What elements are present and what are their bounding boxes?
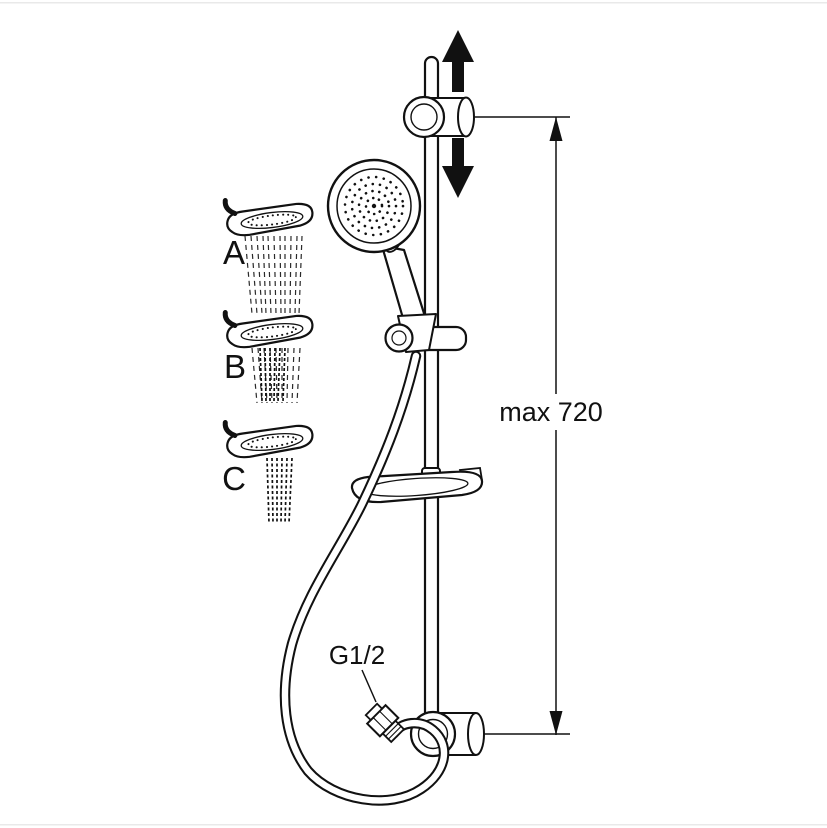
soap-dish: [350, 467, 484, 504]
slide-rail: [423, 55, 440, 739]
dimension-arrow-up-icon: [549, 117, 563, 141]
spray-mode-a-icon: [224, 190, 314, 315]
thread-label: G1/2: [329, 640, 385, 670]
spray-mode-b-spray: [251, 347, 301, 404]
hand-shower-head: [326, 158, 422, 254]
shower-hose: [279, 350, 450, 806]
slider-holder: [384, 313, 468, 353]
adjust-up-arrow-icon: [442, 30, 474, 92]
max-height-label: max 720: [499, 397, 603, 427]
dimension-witness-lines: [470, 116, 570, 735]
thread-leader-line: [361, 669, 377, 703]
spray-mode-b-label: B: [224, 348, 246, 385]
spray-mode-a-label: A: [223, 234, 245, 271]
spray-mode-c-label: C: [222, 460, 246, 497]
top-wall-bracket: [402, 95, 475, 139]
spray-mode-c-spray: [266, 457, 293, 524]
dimension-arrow-down-icon: [549, 711, 563, 735]
hose-connector-nut: [364, 702, 406, 744]
spray-mode-a-spray: [244, 235, 303, 315]
frame-line-bottom: [0, 824, 827, 826]
dimension-line: max 720: [497, 117, 607, 735]
frame-line-top: [0, 2, 827, 4]
spray-mode-b-core: [259, 347, 286, 402]
spray-mode-b-icon: [224, 302, 314, 404]
adjust-down-arrow-icon: [442, 138, 474, 198]
holder-knob: [384, 323, 414, 353]
